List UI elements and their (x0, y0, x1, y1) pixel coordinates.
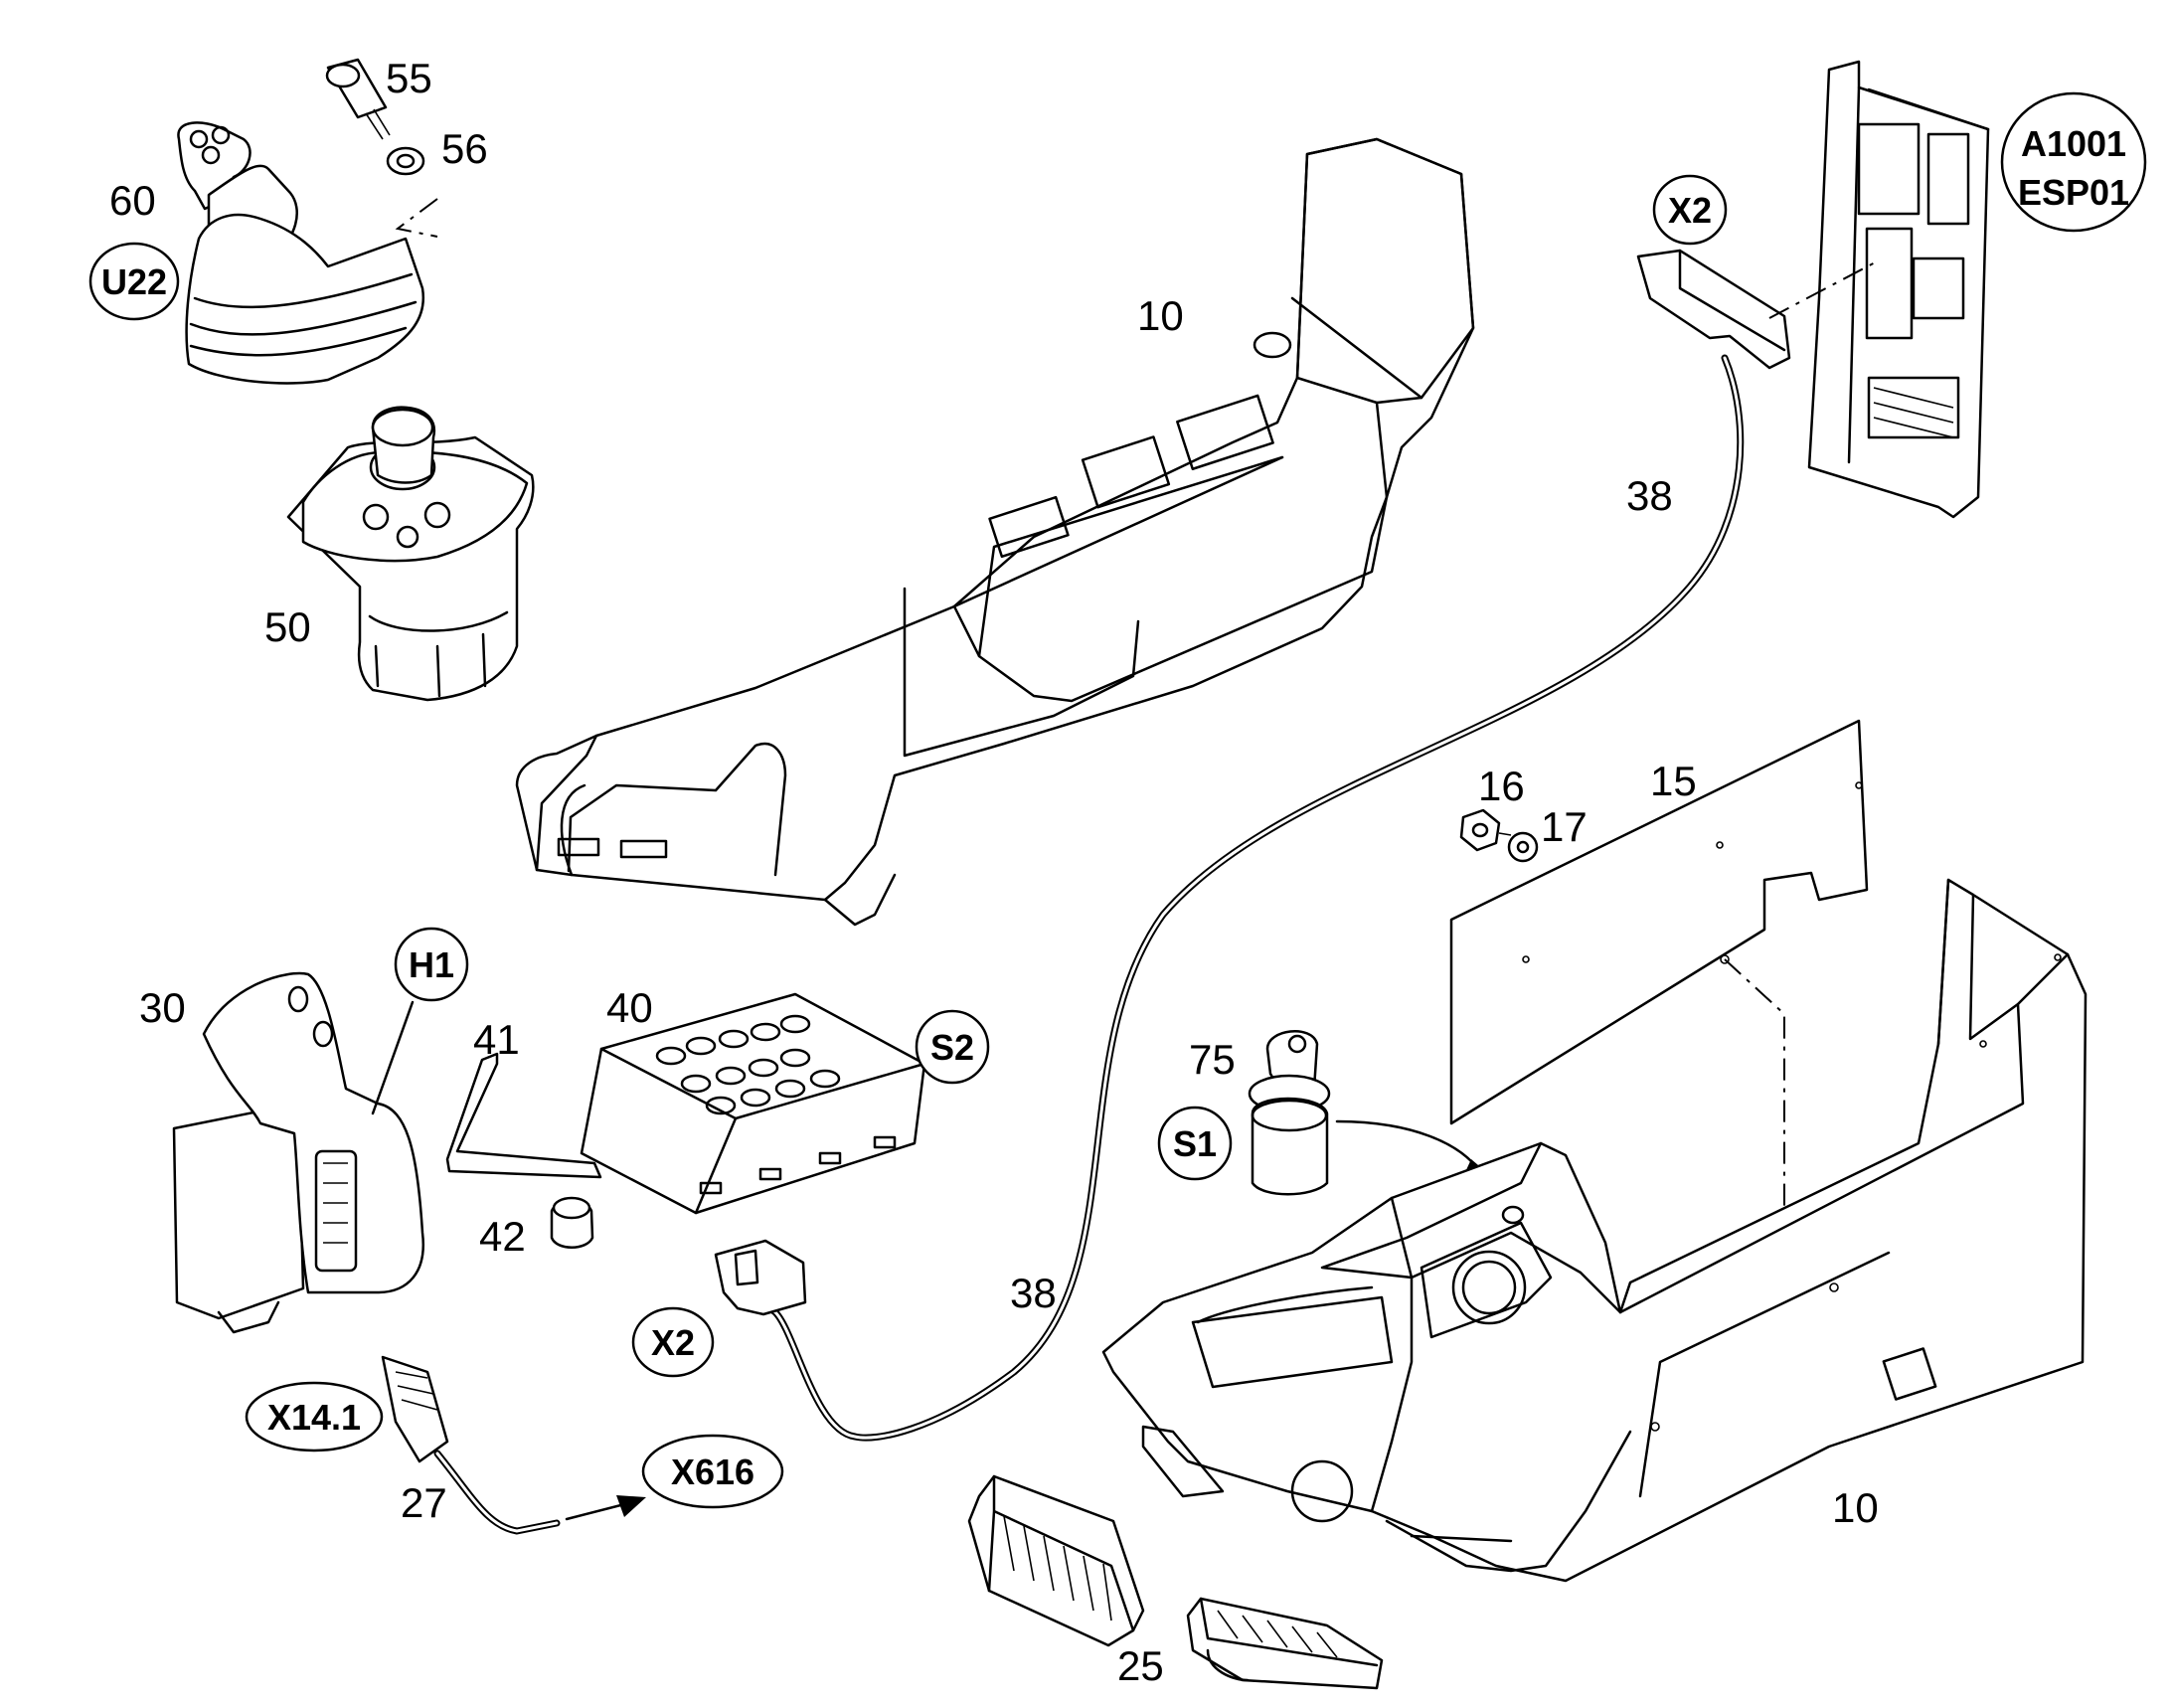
display-unit-30 (172, 971, 425, 1334)
label-16: 16 (1478, 763, 1525, 809)
harness-27 (433, 1450, 561, 1535)
label-60: 60 (109, 177, 156, 224)
upper-console-10 (515, 137, 1475, 927)
tag-x14-1: X14.1 (245, 1381, 384, 1452)
switch-panel-40 (580, 992, 926, 1215)
tag-x2-top: X2 (1652, 174, 1728, 246)
cover-plate-15 (1449, 719, 1869, 1125)
tag-u22: U22 (88, 242, 180, 321)
tag-s1-text: S1 (1173, 1123, 1217, 1164)
label-25: 25 (1117, 1642, 1164, 1689)
tag-x2-top-text: X2 (1668, 190, 1712, 231)
tag-x2-bottom-text: X2 (651, 1322, 695, 1363)
label-42: 42 (479, 1213, 526, 1260)
label-56: 56 (441, 125, 488, 172)
label-75: 75 (1189, 1036, 1236, 1083)
tag-a1001-line1: A1001 (2021, 123, 2126, 164)
tag-x616: X616 (641, 1434, 784, 1509)
tag-x2-bottom: X2 (631, 1306, 715, 1378)
bracket-41 (445, 1052, 602, 1179)
nut-16 (1459, 808, 1512, 852)
label-50: 50 (264, 603, 311, 650)
washer-17 (1507, 831, 1539, 863)
electronic-control-unit-a1001 (1807, 60, 1990, 519)
label-15: 15 (1650, 758, 1697, 804)
tag-s1: S1 (1157, 1106, 1233, 1181)
tag-s2: S2 (915, 1009, 990, 1085)
key-switch-75 (1248, 1030, 1331, 1196)
tag-h1-text: H1 (409, 944, 454, 985)
vent-grille-25b (1186, 1597, 1384, 1690)
joystick-handle-60 (177, 121, 425, 385)
vent-grille-25a (967, 1474, 1145, 1647)
label-55: 55 (386, 55, 432, 101)
label-27: 27 (401, 1479, 447, 1526)
label-10-bottom: 10 (1832, 1484, 1879, 1531)
tag-x14-1-text: X14.1 (267, 1397, 361, 1438)
tag-s2-text: S2 (930, 1027, 974, 1068)
tag-h1: H1 (394, 927, 469, 1002)
arrow-to-x616 (565, 1495, 646, 1521)
screw-55 (325, 58, 391, 140)
label-41: 41 (473, 1016, 520, 1063)
label-40: 40 (606, 984, 653, 1031)
label-38-bottom: 38 (1010, 1270, 1057, 1316)
knob-42 (550, 1196, 594, 1249)
connector-x2-top (1636, 249, 1791, 370)
tag-x616-text: X616 (671, 1452, 754, 1492)
tag-a1001: A1001 ESP01 (2000, 91, 2147, 233)
tag-u22-text: U22 (101, 261, 167, 302)
leader-x2-a1001 (1768, 259, 1880, 319)
joystick-base-50 (286, 406, 535, 702)
connector-x2-bottom (714, 1239, 807, 1316)
lower-console-10 (1101, 878, 2088, 1583)
washer-56 (386, 146, 425, 176)
connector-x14-1 (381, 1355, 449, 1463)
label-38-top: 38 (1626, 472, 1673, 519)
label-30: 30 (139, 984, 186, 1031)
leader-h1 (371, 1000, 415, 1115)
tag-a1001-line2: ESP01 (2018, 172, 2129, 213)
label-10-top: 10 (1137, 292, 1184, 339)
label-17: 17 (1541, 803, 1588, 850)
leader-56 (395, 198, 438, 238)
